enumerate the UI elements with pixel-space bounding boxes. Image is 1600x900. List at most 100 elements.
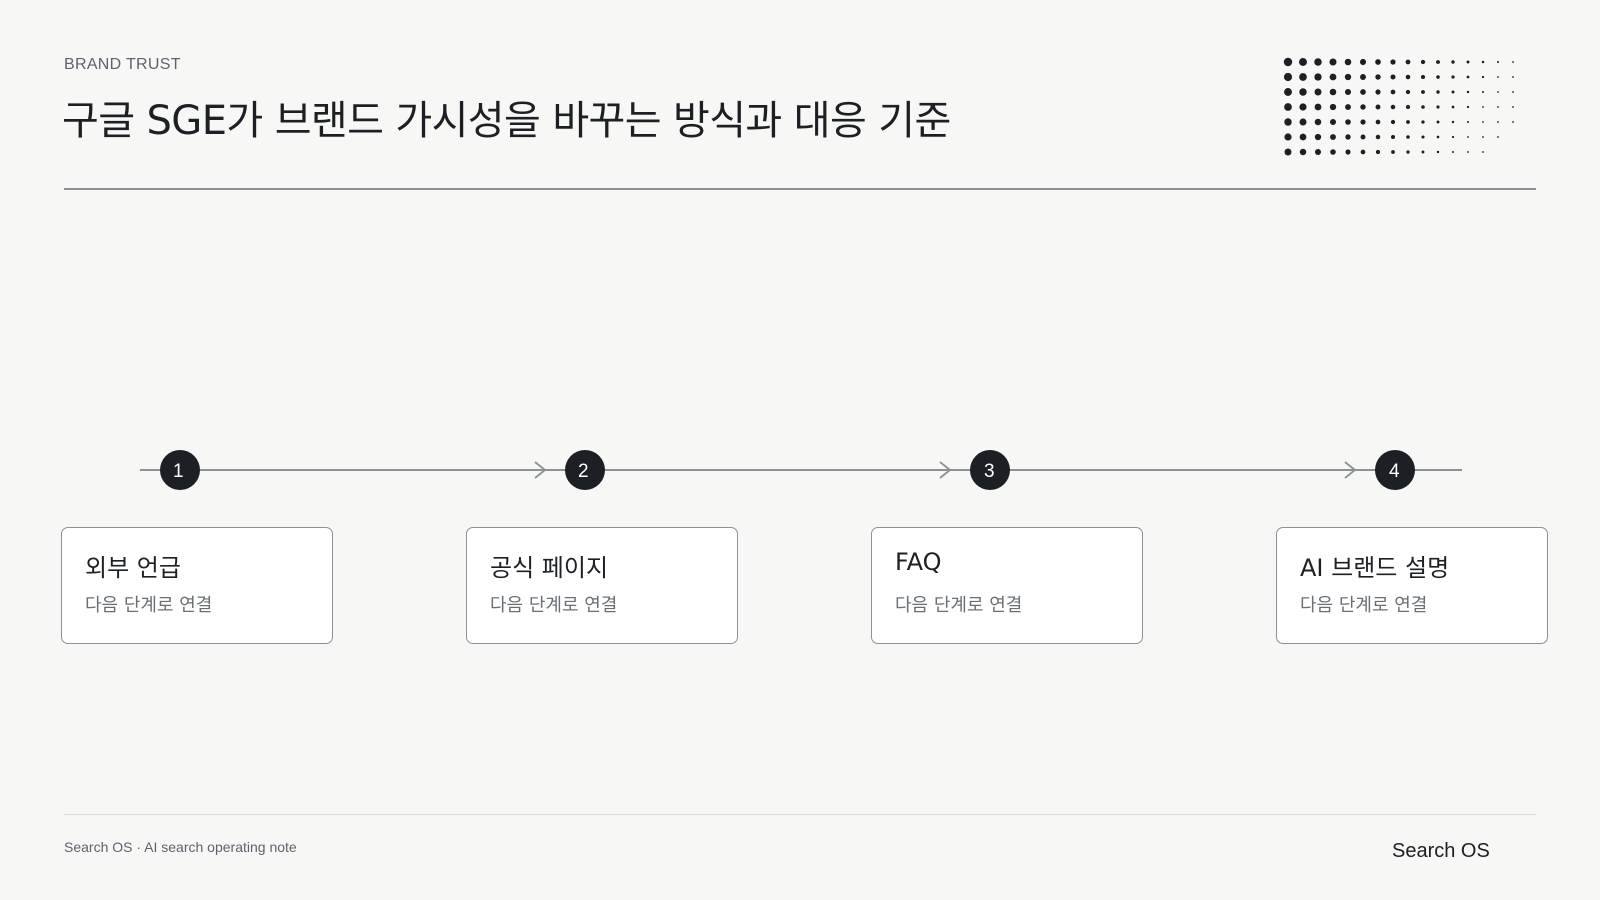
pattern-dot (1481, 75, 1485, 79)
pattern-dot (1452, 151, 1454, 153)
pattern-dot (1375, 119, 1381, 125)
step-card-3: FAQ 다음 단계로 연결 (871, 527, 1143, 644)
arrow-right-icon (939, 461, 952, 479)
pattern-dot (1405, 74, 1411, 80)
step-card-subtitle: 다음 단계로 연결 (490, 595, 618, 616)
pattern-dot (1314, 118, 1322, 126)
pattern-dot (1390, 59, 1396, 65)
pattern-dot (1344, 88, 1352, 96)
pattern-dot (1375, 59, 1381, 65)
eyebrow-label: BRAND TRUST (64, 56, 181, 73)
pattern-dot (1284, 133, 1292, 141)
pattern-dot (1512, 106, 1514, 108)
pattern-dot (1420, 74, 1426, 80)
pattern-dot (1482, 151, 1484, 153)
pattern-dot (1390, 134, 1396, 140)
page-title: 구글 SGE가 브랜드 가시성을 바꾸는 방식과 대응 기준 (62, 98, 951, 144)
pattern-dot (1482, 136, 1484, 138)
pattern-dot (1497, 136, 1499, 138)
pattern-dot (1512, 91, 1514, 93)
step-card-subtitle: 다음 단계로 연결 (895, 595, 1023, 616)
pattern-dot (1375, 104, 1381, 110)
pattern-dot (1405, 89, 1411, 95)
pattern-dot (1451, 135, 1455, 139)
pattern-dot (1467, 121, 1469, 123)
pattern-dot (1406, 150, 1410, 154)
pattern-dot (1375, 134, 1381, 140)
pattern-dot (1436, 150, 1440, 154)
pattern-dot (1345, 149, 1351, 155)
pattern-dot (1420, 59, 1426, 65)
step-card-subtitle: 다음 단계로 연결 (85, 595, 213, 616)
pattern-dot (1436, 75, 1440, 79)
pattern-dot (1451, 60, 1455, 64)
pattern-dot (1284, 148, 1292, 156)
pattern-dot (1329, 118, 1337, 126)
pattern-dot (1375, 74, 1381, 80)
pattern-dot (1405, 104, 1411, 110)
pattern-dot (1299, 118, 1307, 126)
pattern-dot (1360, 104, 1366, 110)
pattern-dot (1360, 134, 1366, 140)
pattern-dot (1436, 120, 1440, 124)
pattern-dot (1314, 133, 1322, 141)
pattern-dot (1314, 73, 1322, 81)
pattern-dot (1466, 75, 1470, 79)
pattern-dot (1360, 74, 1366, 80)
step-card-1: 외부 언급 다음 단계로 연결 (61, 527, 333, 644)
arrow-right-icon (1344, 461, 1357, 479)
pattern-dot (1299, 103, 1307, 111)
pattern-dot (1314, 148, 1322, 156)
header-divider (64, 188, 1536, 190)
pattern-dot (1390, 104, 1396, 110)
pattern-dot (1360, 89, 1366, 95)
pattern-dot (1299, 58, 1307, 66)
pattern-dot (1436, 105, 1440, 109)
pattern-dot (1451, 105, 1455, 109)
pattern-dot (1421, 135, 1425, 139)
pattern-dot (1466, 105, 1470, 109)
pattern-dot (1436, 90, 1440, 94)
footer-divider (64, 814, 1536, 815)
step-card-4: AI 브랜드 설명 다음 단계로 연결 (1276, 527, 1548, 644)
pattern-dot (1360, 149, 1366, 155)
step-number: 1 (173, 461, 184, 482)
pattern-dot (1329, 88, 1337, 96)
pattern-dot (1512, 61, 1514, 63)
pattern-dot (1497, 106, 1499, 108)
step-card-title: 공식 페이지 (490, 554, 609, 582)
pattern-dot (1467, 136, 1469, 138)
pattern-dot (1344, 73, 1352, 81)
pattern-dot (1345, 134, 1351, 140)
pattern-dot (1497, 91, 1499, 93)
pattern-dot (1359, 58, 1367, 66)
pattern-dot (1314, 88, 1322, 96)
pattern-dot (1497, 76, 1499, 78)
pattern-dot (1421, 150, 1425, 154)
pattern-dot (1375, 149, 1381, 155)
step-card-subtitle: 다음 단계로 연결 (1300, 595, 1428, 616)
pattern-dot (1299, 133, 1307, 141)
pattern-dot (1405, 59, 1411, 65)
pattern-dot (1466, 90, 1470, 94)
pattern-dot (1421, 120, 1425, 124)
pattern-dot (1421, 105, 1425, 109)
step-number: 3 (984, 461, 995, 482)
arrow-right-icon (534, 461, 547, 479)
step-number: 2 (578, 461, 589, 482)
pattern-dot (1406, 120, 1410, 124)
step-node-3: 3 (970, 450, 1010, 490)
footer-note: Search OS · AI search operating note (64, 839, 297, 855)
pattern-dot (1391, 150, 1395, 154)
pattern-dot (1284, 118, 1292, 126)
pattern-dot (1299, 73, 1307, 81)
pattern-dot (1330, 134, 1336, 140)
pattern-dot (1451, 120, 1455, 124)
pattern-dot (1284, 88, 1292, 96)
pattern-dot (1329, 103, 1337, 111)
step-card-title: FAQ (895, 548, 942, 576)
pattern-dot (1314, 103, 1322, 111)
pattern-dot (1329, 58, 1337, 66)
pattern-dot (1330, 149, 1336, 155)
pattern-dot (1360, 119, 1366, 125)
